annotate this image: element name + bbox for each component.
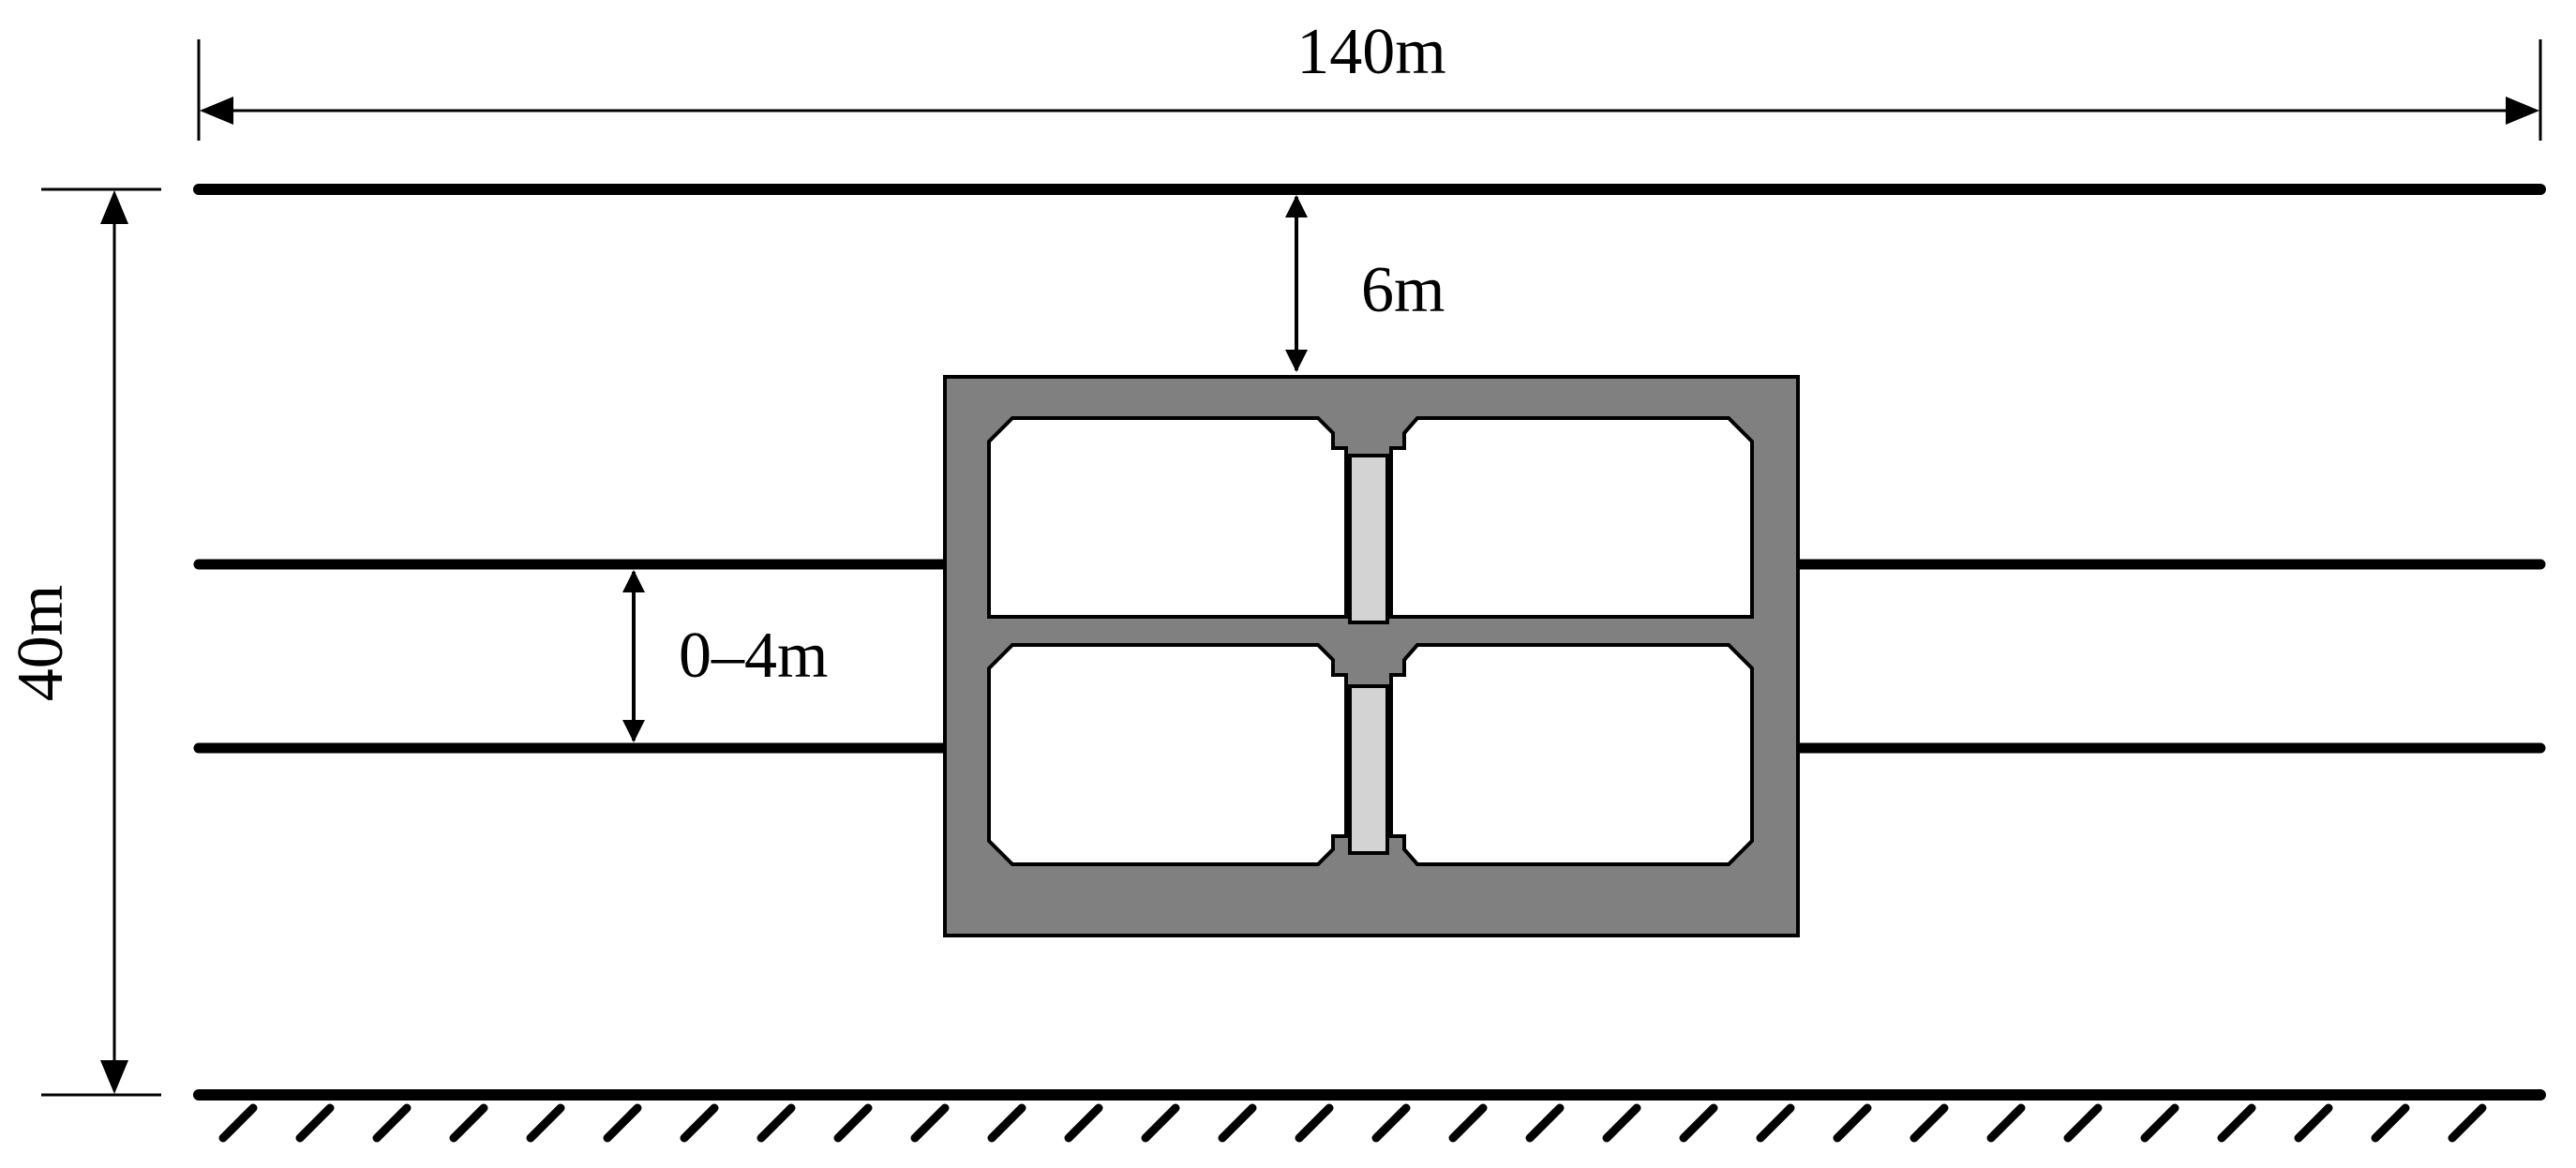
height-dimension: 40m (5, 187, 161, 1097)
hatch-mark (1525, 1103, 1565, 1143)
interlayer-dimension: 0–4m (622, 570, 828, 742)
cell-lower-right (1389, 643, 1754, 866)
cover-label: 6m (1361, 254, 1445, 326)
hatch-mark (1295, 1103, 1334, 1143)
hatch-mark (1833, 1103, 1872, 1143)
cover-dimension: 6m (1245, 195, 1445, 381)
hatch-mark (2294, 1103, 2333, 1143)
hatch-mark (603, 1103, 642, 1143)
hatch-mark (2448, 1103, 2487, 1143)
cell-lower-left (987, 643, 1348, 866)
hatch-mark (833, 1103, 873, 1143)
hatch-mark (2371, 1103, 2410, 1143)
hatch-mark (987, 1103, 1026, 1143)
hatch-mark (218, 1103, 258, 1143)
hatch-mark (2063, 1103, 2103, 1143)
width-dimension: 140m (197, 16, 2542, 141)
center-column-lower (1348, 684, 1389, 855)
hatch-mark (680, 1103, 719, 1143)
hatch-mark (1602, 1103, 1641, 1143)
hatch-mark (1910, 1103, 1949, 1143)
hatch-mark (1986, 1103, 2026, 1143)
hatch-mark (2217, 1103, 2256, 1143)
box-structure (943, 375, 1800, 937)
interlayer-label: 0–4m (679, 620, 828, 692)
hatch-mark (1141, 1103, 1180, 1143)
hatch-mark (526, 1103, 565, 1143)
hatch-mark (372, 1103, 412, 1143)
hatch-mark (449, 1103, 488, 1143)
hatch-mark (756, 1103, 796, 1143)
width-label: 140m (1296, 16, 1445, 88)
hatch-mark (1679, 1103, 1718, 1143)
center-column-upper (1348, 454, 1389, 624)
hatch-mark (295, 1103, 335, 1143)
cell-upper-left (987, 416, 1348, 619)
hatch-mark (1371, 1103, 1411, 1143)
hatch-mark (1218, 1103, 1257, 1143)
hatch-mark (910, 1103, 950, 1143)
hatch-mark (2140, 1103, 2179, 1143)
hatch-mark (1448, 1103, 1488, 1143)
cell-upper-right (1389, 416, 1754, 619)
hatch-mark (1756, 1103, 1795, 1143)
bedrock-hatching (218, 1103, 2487, 1143)
height-label: 40m (5, 585, 77, 701)
hatch-mark (1064, 1103, 1103, 1143)
